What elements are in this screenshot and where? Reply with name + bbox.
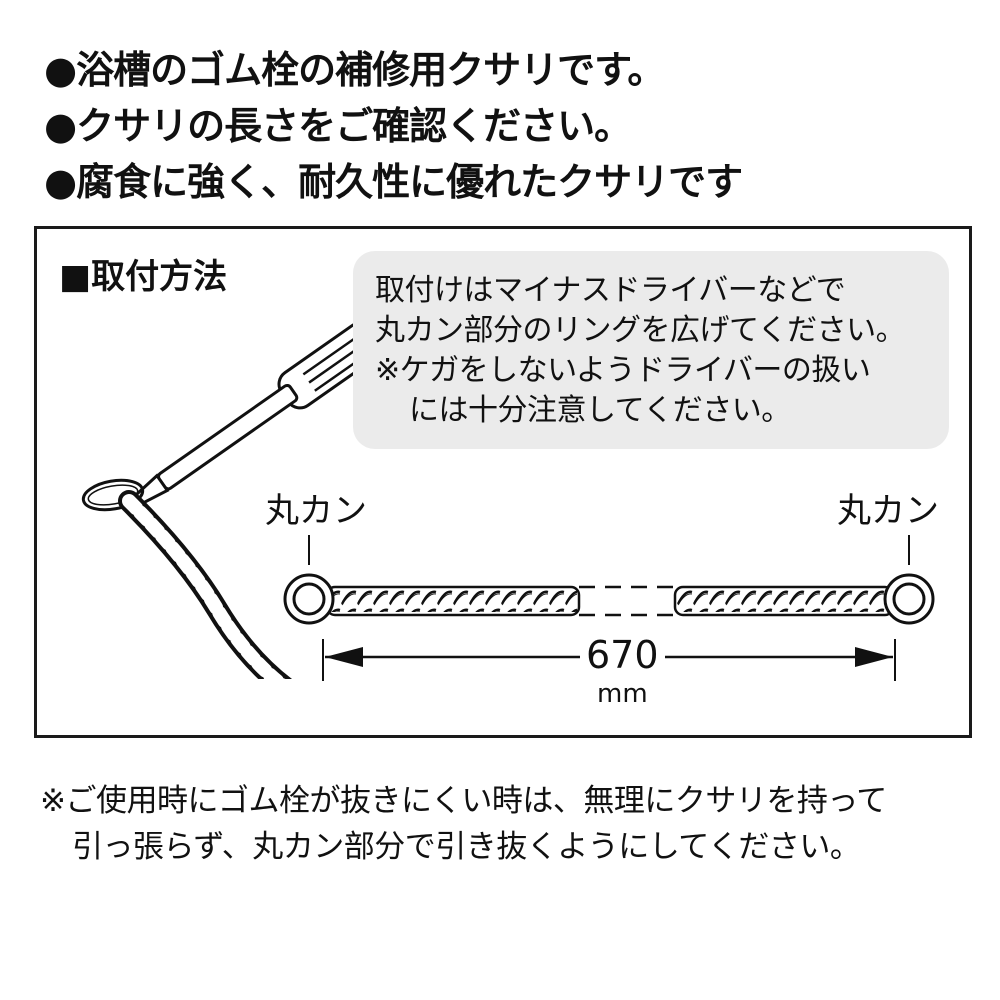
usage-caution: ※ご使用時にゴム栓が抜きにくい時は、無理にクサリを持って 引っ張らず、丸カン部分… <box>40 778 887 870</box>
chain-icon <box>118 490 293 679</box>
caution-line: ※ご使用時にゴム栓が抜きにくい時は、無理にクサリを持って <box>40 783 887 819</box>
note-line: ※ケガをしないようドライバーの扱い <box>375 353 871 388</box>
feature-item: ●腐食に強く、耐久性に優れたクサリです <box>44 160 743 204</box>
install-diagram <box>81 321 935 681</box>
note-line: 取付けはマイナスドライバーなどで <box>375 273 846 308</box>
feature-list: ●浴槽のゴム栓の補修用クサリです。 ●クサリの長さをご確認ください。 ●腐食に強… <box>44 42 743 210</box>
caution-line: 引っ張らず、丸カン部分で引き抜くようにしてください。 <box>72 829 861 865</box>
note-line: には十分注意してください。 <box>409 393 791 428</box>
ring-icon <box>283 573 335 625</box>
section-title: ■取付方法 <box>59 257 228 297</box>
install-panel: ■取付方法 取付けはマイナスドライバーなどで 丸カン部分のリングを広げてください… <box>34 226 972 738</box>
feature-item: ●クサリの長さをご確認ください。 <box>44 104 632 148</box>
install-note: 取付けはマイナスドライバーなどで 丸カン部分のリングを広げてください。 ※ケガを… <box>353 251 949 449</box>
length-value: 670 <box>580 633 665 677</box>
ring-label-right: 丸カン <box>837 491 939 531</box>
ring-icon <box>81 478 145 512</box>
ring-icon <box>883 573 935 625</box>
chain-icon <box>325 585 895 617</box>
ring-label-left: 丸カン <box>265 491 367 531</box>
length-unit: mm <box>597 679 648 709</box>
note-line: 丸カン部分のリングを広げてください。 <box>375 313 906 348</box>
feature-item: ●浴槽のゴム栓の補修用クサリです。 <box>44 48 665 92</box>
